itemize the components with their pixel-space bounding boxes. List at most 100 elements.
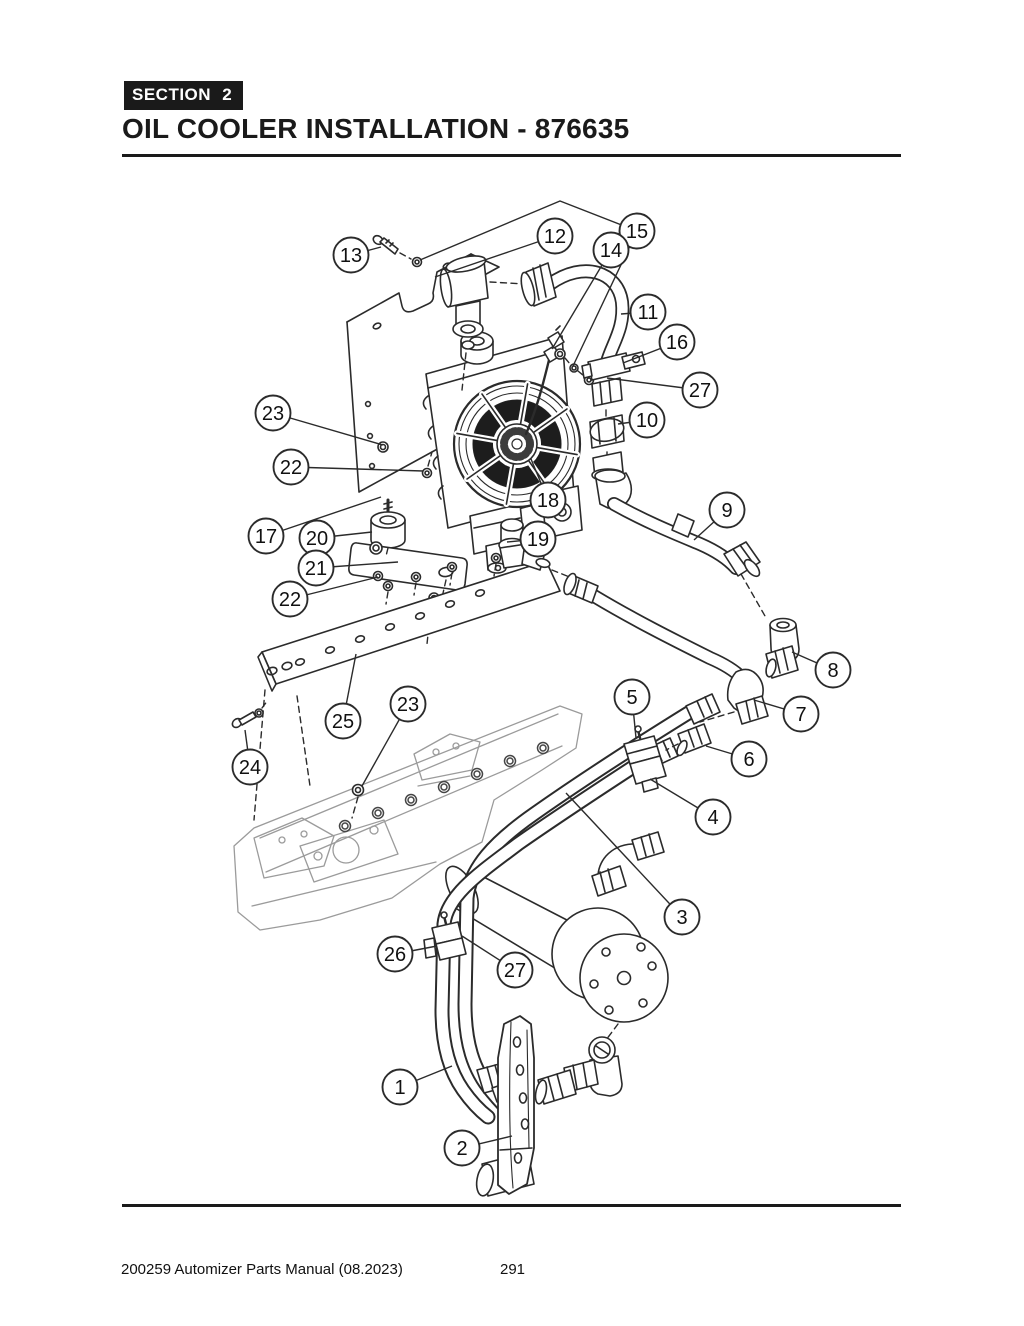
callout-27 bbox=[496, 951, 534, 989]
callout-number-27: 27 bbox=[504, 960, 526, 982]
callout-22 bbox=[271, 580, 309, 618]
frame-nut-23 bbox=[351, 783, 365, 797]
callout-9 bbox=[708, 491, 746, 529]
callout-leader-15 bbox=[419, 200, 638, 261]
callout-19 bbox=[519, 520, 557, 558]
callout-number-13: 13 bbox=[340, 245, 362, 267]
callout-25 bbox=[324, 702, 362, 740]
footer-rule bbox=[122, 1204, 901, 1207]
callout-number-11: 11 bbox=[638, 302, 659, 324]
callout-23 bbox=[389, 685, 427, 723]
callout-number-20: 20 bbox=[306, 528, 328, 550]
callout-number-7: 7 bbox=[795, 704, 806, 726]
elbow-fitting-19 bbox=[494, 518, 551, 572]
callout-number-16: 16 bbox=[666, 332, 688, 354]
callout-7 bbox=[782, 695, 820, 733]
lower-hose-assembly bbox=[563, 572, 800, 725]
oil-cooler bbox=[422, 331, 583, 574]
callout-number-18: 18 bbox=[537, 490, 559, 512]
tube-clamp-26-27 bbox=[423, 911, 467, 961]
footer-page-number: 291 bbox=[500, 1261, 526, 1278]
callout-number-17: 17 bbox=[255, 526, 277, 548]
callout-number-4: 4 bbox=[707, 807, 718, 829]
callout-number-14: 14 bbox=[600, 240, 622, 262]
callout-number-25: 25 bbox=[332, 711, 354, 733]
hose-clamp-16 bbox=[581, 351, 646, 381]
callout-number-1: 1 bbox=[394, 1077, 405, 1099]
callout-5 bbox=[613, 678, 651, 716]
callout-number-24: 24 bbox=[239, 757, 261, 779]
hose-9 bbox=[607, 497, 761, 578]
cooler-fan bbox=[452, 379, 582, 509]
callout-12 bbox=[536, 217, 574, 255]
callout-15 bbox=[618, 212, 656, 250]
washer-22 bbox=[421, 467, 433, 479]
callout-16 bbox=[658, 323, 696, 361]
tube-clamp-4-5 bbox=[623, 725, 667, 793]
hydraulic-pump bbox=[445, 831, 669, 1041]
frame-nuts bbox=[338, 741, 550, 833]
isolator-mount bbox=[370, 498, 406, 549]
plate-bolts bbox=[372, 552, 502, 605]
callout-14 bbox=[592, 231, 630, 269]
callout-number-15: 15 bbox=[626, 221, 648, 243]
union-fitting-6 bbox=[676, 723, 712, 757]
callout-number-21: 21 bbox=[305, 558, 327, 580]
footer-manual-info: 200259 Automizer Parts Manual (08.2023) bbox=[121, 1261, 403, 1278]
chassis-frame-ghost bbox=[233, 705, 583, 931]
callout-number-3: 3 bbox=[676, 907, 687, 929]
callout-leader-3 bbox=[565, 792, 683, 918]
callout-18 bbox=[529, 481, 567, 519]
elbow-fitting-7 bbox=[726, 668, 769, 725]
callout-number-19: 19 bbox=[527, 529, 549, 551]
screw-13 bbox=[372, 234, 423, 268]
callout-22 bbox=[272, 448, 310, 486]
callout-11 bbox=[629, 293, 667, 331]
callout-leader-17 bbox=[265, 496, 382, 537]
callout-leader-23 bbox=[272, 412, 384, 446]
callout-number-6: 6 bbox=[743, 749, 754, 771]
callout-number-22: 22 bbox=[279, 589, 301, 611]
callout-number-5: 5 bbox=[626, 687, 637, 709]
callout-1 bbox=[381, 1068, 419, 1106]
mounting-plate-25 bbox=[231, 451, 573, 821]
callout-8 bbox=[814, 651, 852, 689]
mount-bracket-2 bbox=[497, 1015, 535, 1195]
straight-fitting bbox=[534, 1069, 577, 1105]
callout-number-23: 23 bbox=[262, 403, 284, 425]
shroud-nut-23 bbox=[377, 441, 389, 453]
pump-elbow-fitting bbox=[591, 831, 665, 897]
elbow-fitting-8 bbox=[765, 617, 800, 679]
callout-4 bbox=[694, 798, 732, 836]
callout-number-12: 12 bbox=[544, 226, 566, 248]
callout-10 bbox=[628, 401, 666, 439]
callout-13 bbox=[332, 236, 370, 274]
callout-leader-12 bbox=[434, 235, 556, 278]
callout-number-2: 2 bbox=[456, 1138, 467, 1160]
callout-number-23: 23 bbox=[397, 694, 419, 716]
callout-number-27: 27 bbox=[689, 380, 711, 402]
callout-23 bbox=[254, 394, 292, 432]
callout-number-9: 9 bbox=[721, 500, 732, 522]
fan-guard-spokes bbox=[453, 380, 581, 508]
screw-24 bbox=[231, 699, 269, 729]
callout-number-26: 26 bbox=[384, 944, 406, 966]
callout-number-10: 10 bbox=[636, 410, 658, 432]
callout-3 bbox=[663, 898, 701, 936]
callout-17 bbox=[247, 517, 285, 555]
page-title: OIL COOLER INSTALLATION - 876635 bbox=[122, 113, 630, 144]
callout-21 bbox=[297, 549, 335, 587]
callout-26 bbox=[376, 935, 414, 973]
callout-6 bbox=[730, 740, 768, 778]
callout-number-22: 22 bbox=[280, 457, 302, 479]
callout-leader-14 bbox=[551, 249, 612, 350]
callout-2 bbox=[443, 1129, 481, 1167]
fitting-stack bbox=[589, 377, 633, 510]
callout-leader-22 bbox=[290, 466, 424, 472]
bottom-fittings bbox=[475, 1015, 623, 1197]
upper-hose-assembly bbox=[520, 262, 630, 369]
callout-number-8: 8 bbox=[827, 660, 838, 682]
callout-24 bbox=[231, 748, 269, 786]
